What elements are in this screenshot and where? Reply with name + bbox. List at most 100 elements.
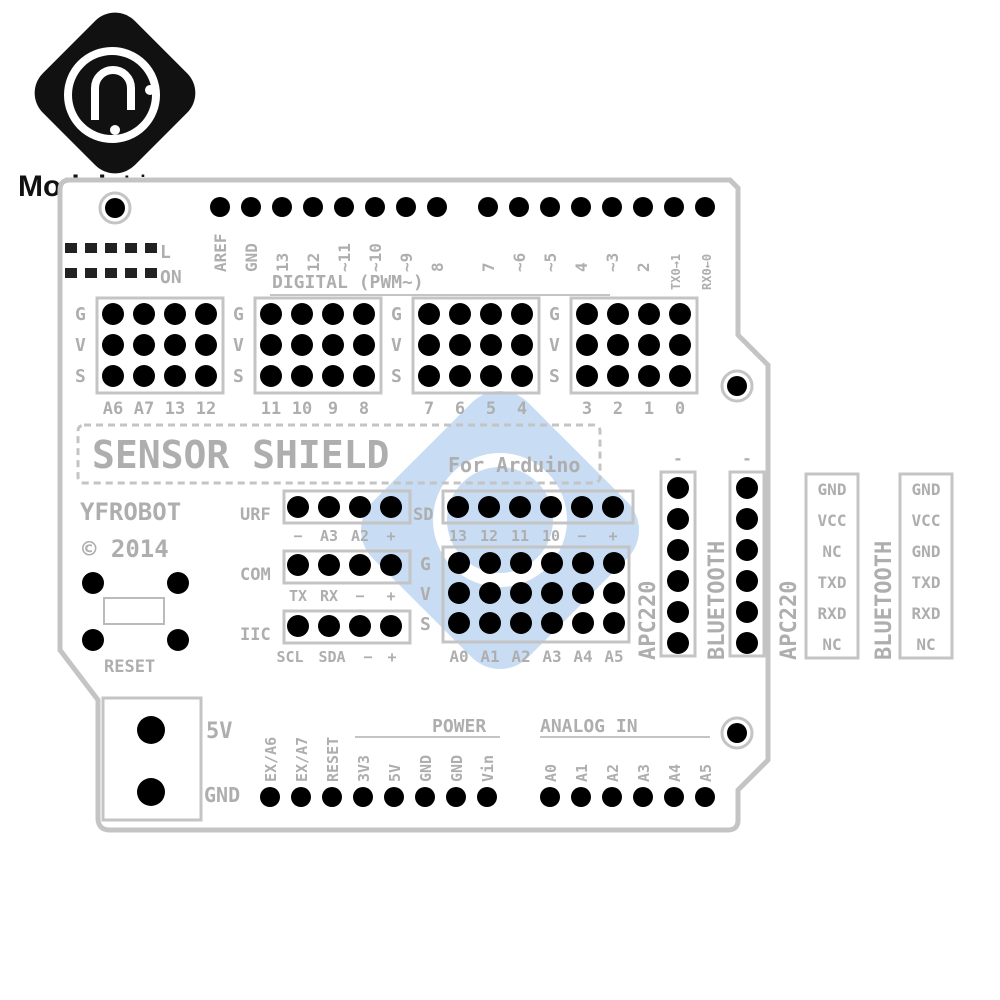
gvs-pin[interactable]: [607, 334, 629, 356]
gvs-pin[interactable]: [669, 303, 691, 325]
gvs-pin[interactable]: [291, 334, 313, 356]
gvs-pin[interactable]: [669, 334, 691, 356]
gvs-pin[interactable]: [260, 365, 282, 387]
digital-pin-r0[interactable]: [478, 197, 498, 217]
gvs-pin[interactable]: [133, 334, 155, 356]
analog-gvs-pin[interactable]: [510, 582, 532, 604]
iic-pin[interactable]: [318, 615, 340, 637]
urf-pin[interactable]: [318, 496, 340, 518]
power-pin[interactable]: [353, 787, 373, 807]
gvs-pin[interactable]: [164, 365, 186, 387]
sd-pin[interactable]: [540, 496, 562, 518]
digital-pin-r6[interactable]: [664, 197, 684, 217]
gvs-pin[interactable]: [418, 303, 440, 325]
gvs-pin[interactable]: [607, 303, 629, 325]
analog-gvs-pin[interactable]: [541, 552, 563, 574]
apc220-header-pin[interactable]: [667, 601, 689, 623]
digital-pin-0[interactable]: [210, 197, 230, 217]
gvs-pin[interactable]: [353, 303, 375, 325]
sd-pin[interactable]: [478, 496, 500, 518]
power-pin[interactable]: [415, 787, 435, 807]
gvs-pin[interactable]: [576, 365, 598, 387]
power-pin[interactable]: [291, 787, 311, 807]
sd-pin[interactable]: [447, 496, 469, 518]
digital-pin-r2[interactable]: [540, 197, 560, 217]
analog-in-pin[interactable]: [633, 787, 653, 807]
gvs-pin[interactable]: [576, 303, 598, 325]
analog-gvs-pin[interactable]: [541, 612, 563, 634]
gvs-pin[interactable]: [511, 334, 533, 356]
sd-pin[interactable]: [602, 496, 624, 518]
digital-pin-r3[interactable]: [571, 197, 591, 217]
analog-gvs-pin[interactable]: [510, 552, 532, 574]
analog-gvs-pin[interactable]: [541, 582, 563, 604]
gvs-pin[interactable]: [480, 334, 502, 356]
apc220-header-pin[interactable]: [667, 632, 689, 654]
gvs-pin[interactable]: [480, 365, 502, 387]
sd-pin[interactable]: [509, 496, 531, 518]
power-pin[interactable]: [322, 787, 342, 807]
bluetooth-header-pin[interactable]: [736, 477, 758, 499]
reset-button[interactable]: [82, 572, 189, 651]
gvs-pin[interactable]: [291, 303, 313, 325]
analog-gvs-pin[interactable]: [448, 552, 470, 574]
apc220-header-pin[interactable]: [667, 477, 689, 499]
digital-pin-r5[interactable]: [633, 197, 653, 217]
analog-in-pin[interactable]: [540, 787, 560, 807]
gvs-pin[interactable]: [260, 303, 282, 325]
gvs-pin[interactable]: [322, 334, 344, 356]
gvs-pin[interactable]: [511, 365, 533, 387]
digital-pin-r7[interactable]: [695, 197, 715, 217]
gvs-pin[interactable]: [638, 365, 660, 387]
gvs-pin[interactable]: [480, 303, 502, 325]
gvs-pin[interactable]: [133, 303, 155, 325]
digital-pin-r1[interactable]: [509, 197, 529, 217]
gvs-pin[interactable]: [638, 334, 660, 356]
gvs-pin[interactable]: [195, 365, 217, 387]
analog-gvs-pin[interactable]: [479, 582, 501, 604]
gvs-pin[interactable]: [102, 303, 124, 325]
gvs-pin[interactable]: [322, 365, 344, 387]
analog-gvs-pin[interactable]: [448, 612, 470, 634]
urf-pin[interactable]: [287, 496, 309, 518]
analog-gvs-pin[interactable]: [572, 582, 594, 604]
gvs-pin[interactable]: [669, 365, 691, 387]
apc220-header-pin[interactable]: [667, 539, 689, 561]
digital-pin-r4[interactable]: [602, 197, 622, 217]
analog-gvs-pin[interactable]: [479, 612, 501, 634]
iic-pin[interactable]: [349, 615, 371, 637]
urf-pin[interactable]: [380, 496, 402, 518]
bluetooth-header-pin[interactable]: [736, 601, 758, 623]
bluetooth-header-pin[interactable]: [736, 632, 758, 654]
gvs-pin[interactable]: [260, 334, 282, 356]
gvs-pin[interactable]: [133, 365, 155, 387]
urf-pin[interactable]: [349, 496, 371, 518]
analog-in-pin[interactable]: [602, 787, 622, 807]
analog-gvs-pin[interactable]: [448, 582, 470, 604]
analog-in-pin[interactable]: [571, 787, 591, 807]
analog-gvs-pin[interactable]: [603, 552, 625, 574]
analog-gvs-pin[interactable]: [603, 612, 625, 634]
com-pin[interactable]: [318, 554, 340, 576]
sd-pin[interactable]: [571, 496, 593, 518]
bluetooth-header-pin[interactable]: [736, 508, 758, 530]
analog-gvs-pin[interactable]: [510, 612, 532, 634]
gvs-pin[interactable]: [102, 334, 124, 356]
digital-pin-1[interactable]: [241, 197, 261, 217]
apc220-header-pin[interactable]: [667, 570, 689, 592]
gvs-pin[interactable]: [449, 303, 471, 325]
iic-pin[interactable]: [380, 615, 402, 637]
gvs-pin[interactable]: [353, 365, 375, 387]
gvs-pin[interactable]: [418, 365, 440, 387]
gvs-pin[interactable]: [195, 303, 217, 325]
gvs-pin[interactable]: [102, 365, 124, 387]
com-pin[interactable]: [349, 554, 371, 576]
analog-in-pin[interactable]: [664, 787, 684, 807]
gvs-pin[interactable]: [449, 365, 471, 387]
digital-pin-3[interactable]: [303, 197, 323, 217]
gvs-pin[interactable]: [511, 303, 533, 325]
gvs-pin[interactable]: [576, 334, 598, 356]
digital-pin-4[interactable]: [334, 197, 354, 217]
com-pin[interactable]: [380, 554, 402, 576]
analog-gvs-pin[interactable]: [572, 552, 594, 574]
